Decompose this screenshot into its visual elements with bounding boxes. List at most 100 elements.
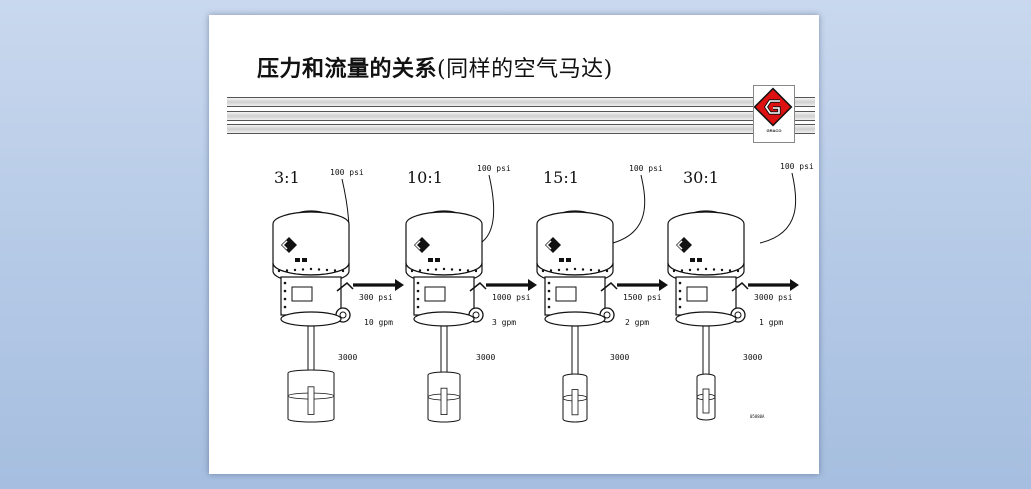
pump-bolt — [547, 281, 551, 285]
leader-line — [608, 174, 646, 245]
pump-bolt — [678, 289, 682, 293]
pump-bolt — [283, 305, 287, 309]
bolt-dot — [696, 268, 700, 271]
bolt-dot — [277, 269, 281, 273]
bolt-dot — [573, 267, 577, 271]
pump-bottom — [544, 311, 606, 327]
bolt-dot — [549, 269, 553, 272]
pump-bolt — [416, 297, 420, 301]
motor-cylinder — [405, 224, 483, 276]
ratio-label: 10:1 — [407, 168, 443, 187]
title-normal-part: (同样的空气马达) — [437, 57, 613, 82]
pump-bolt — [283, 297, 287, 301]
air-pressure-label: 100 psi — [780, 162, 814, 171]
title-bold-part: 压力和流量的关系 — [257, 56, 438, 82]
bolt-dot — [410, 269, 414, 273]
pump-bolt — [547, 297, 551, 301]
motor-logo-icon — [414, 237, 430, 253]
pump-bolt — [416, 281, 420, 285]
rod-in-container — [440, 387, 448, 416]
output-pressure-label: 1000 psi — [492, 293, 531, 302]
motor-logo-mark — [676, 240, 683, 250]
pump-bolt — [283, 289, 287, 293]
header-band-3 — [227, 124, 815, 134]
bolt-dot — [434, 268, 438, 271]
figure-code-label: 05880A — [750, 414, 765, 419]
bolt-dot — [589, 268, 593, 272]
motor-mark — [295, 258, 300, 262]
pump-window — [424, 286, 446, 302]
bolt-dot — [293, 268, 297, 272]
pump-bolt — [416, 289, 420, 293]
bolt-dot — [333, 269, 337, 272]
motor-mark — [697, 258, 702, 262]
pump-window — [555, 286, 577, 302]
graco-logo: GRACO — [753, 85, 795, 143]
bolt-dot — [285, 269, 289, 272]
air-pressure-label: 100 psi — [629, 164, 663, 173]
outlet-fitting-inner — [734, 311, 742, 319]
depth-label: 3000 — [610, 353, 629, 362]
pump-bolt — [283, 281, 287, 285]
bolt-dot — [672, 269, 676, 273]
valve-handle — [600, 281, 618, 292]
bolt-dot — [688, 268, 692, 272]
bolt-dot — [301, 268, 305, 271]
motor-logo-icon — [545, 237, 561, 253]
pump-bolt — [547, 289, 551, 293]
bolt-dot — [325, 268, 329, 272]
header-band-1 — [227, 97, 815, 107]
air-pressure-label: 100 psi — [477, 164, 511, 173]
output-pressure-label: 300 psi — [359, 293, 393, 302]
leader-line — [759, 172, 797, 244]
bolt-dot — [736, 269, 740, 273]
pump-housing — [280, 276, 342, 316]
valve-handle — [731, 281, 749, 292]
pump-window — [686, 286, 708, 302]
bolt-dot — [426, 268, 430, 272]
motor-mark — [690, 258, 695, 262]
bolt-dot — [541, 269, 545, 273]
bolt-dot — [605, 269, 609, 273]
air-pressure-label: 100 psi — [330, 168, 364, 177]
motor-logo-mark — [545, 240, 552, 250]
flow-label: 3 gpm — [492, 318, 516, 327]
output-arrow-head — [790, 279, 799, 291]
rod-in-container — [307, 386, 315, 415]
bolt-dot — [341, 269, 345, 273]
depth-label: 3000 — [338, 353, 357, 362]
outlet-fitting-inner — [339, 311, 347, 319]
motor-cylinder — [536, 224, 614, 276]
ratio-label: 3:1 — [274, 168, 300, 187]
pump-bolt — [416, 305, 420, 309]
bolt-dot — [474, 269, 478, 273]
pump-bottom — [280, 311, 342, 327]
bolt-dot — [418, 269, 422, 272]
pump-window — [291, 286, 313, 302]
bolt-dot — [466, 269, 470, 272]
graco-logo-icon — [753, 87, 793, 127]
motor-mark — [566, 258, 571, 262]
bolt-dot — [680, 269, 684, 272]
motor-logo-mark — [281, 240, 288, 250]
leader-line — [476, 174, 495, 246]
bolt-dot — [720, 268, 724, 272]
rod-in-container — [702, 388, 710, 414]
motor-cylinder — [272, 224, 350, 276]
bolt-dot — [442, 267, 446, 271]
motor-mark — [302, 258, 307, 262]
valve-handle — [336, 281, 354, 292]
logo-caption: GRACO — [766, 128, 782, 133]
rod-in-container — [571, 389, 579, 416]
pump-bolt — [547, 305, 551, 309]
motor-logo-icon — [676, 237, 692, 253]
bolt-dot — [728, 269, 732, 272]
bolt-dot — [557, 268, 561, 272]
motor-mark — [435, 258, 440, 262]
motor-mark — [428, 258, 433, 262]
bolt-dot — [565, 268, 569, 271]
bolt-dot — [581, 268, 585, 271]
